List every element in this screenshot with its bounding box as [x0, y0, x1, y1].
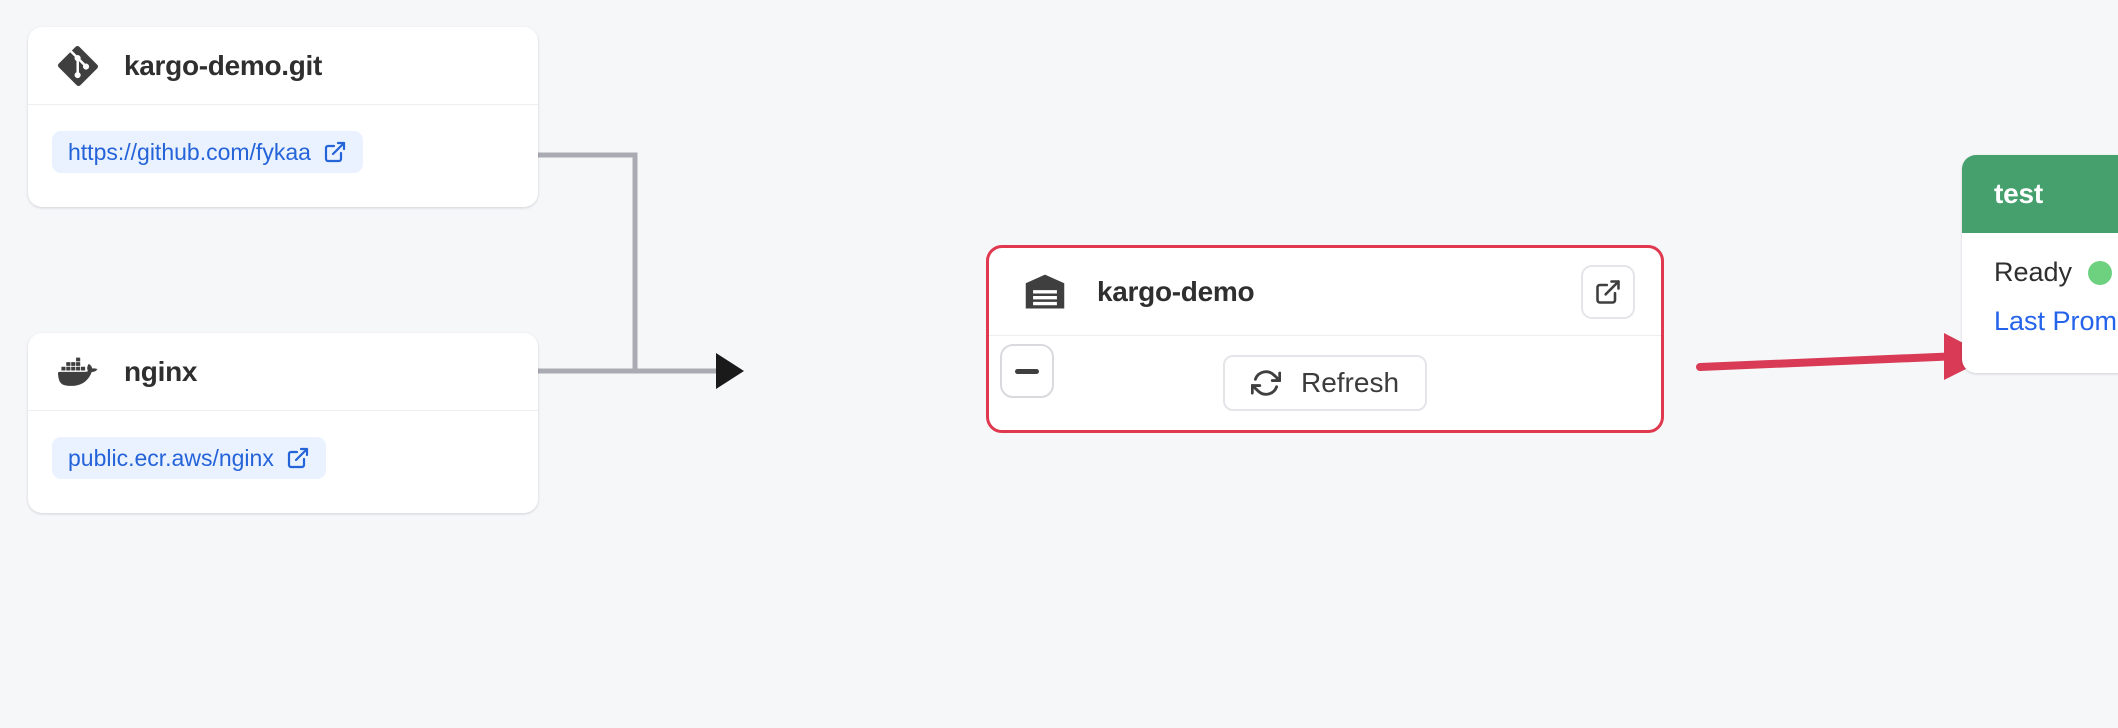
source-url-chip[interactable]: https://github.com/fykaa	[52, 131, 363, 173]
git-icon	[58, 45, 98, 86]
collapse-toggle-button[interactable]	[1000, 344, 1054, 398]
stage-card-body: Ready Last Prom	[1962, 233, 2118, 373]
minus-icon	[1015, 368, 1039, 374]
source-url-label: https://github.com/fykaa	[68, 138, 311, 165]
stage-status-label: Ready	[1994, 257, 2073, 287]
stage-card-test[interactable]: test Ready Last Prom	[1962, 155, 2118, 373]
edge-warehouse-to-stage	[1696, 352, 1964, 371]
refresh-button[interactable]: Refresh	[1222, 355, 1428, 411]
warehouse-card-body: Refresh	[989, 336, 1661, 430]
edge-sources-bracket	[538, 152, 638, 374]
source-card-header: nginx	[28, 333, 538, 411]
source-card-title: kargo-demo.git	[124, 49, 323, 81]
warehouse-external-link-button[interactable]	[1581, 264, 1635, 319]
docker-icon	[58, 352, 98, 392]
warehouse-title: kargo-demo	[1097, 275, 1255, 307]
source-url-chip[interactable]: public.ecr.aws/nginx	[52, 437, 326, 479]
warehouse-card-header: kargo-demo	[989, 248, 1661, 336]
source-card-nginx[interactable]: nginx public.ecr.aws/nginx	[28, 333, 538, 513]
source-card-body: public.ecr.aws/nginx	[28, 411, 538, 513]
last-promotion-link[interactable]: Last Prom	[1994, 306, 2118, 336]
refresh-button-label: Refresh	[1300, 367, 1400, 398]
edge-arrowhead-in	[716, 353, 744, 389]
refresh-icon	[1250, 368, 1281, 398]
external-link-icon	[323, 140, 347, 164]
status-dot-icon	[2088, 260, 2113, 285]
warehouse-icon	[1023, 270, 1067, 314]
source-card-title: nginx	[124, 355, 198, 387]
source-card-git[interactable]: kargo-demo.git https://github.com/fykaa	[28, 27, 538, 207]
source-card-header: kargo-demo.git	[28, 27, 538, 105]
stage-status-row: Ready	[1994, 257, 2118, 288]
source-card-body: https://github.com/fykaa	[28, 105, 538, 207]
warehouse-card[interactable]: kargo-demo Refresh	[986, 245, 1664, 433]
stage-name: test	[1994, 178, 2043, 209]
stage-card-header: test	[1962, 155, 2118, 233]
source-url-label: public.ecr.aws/nginx	[68, 444, 274, 471]
external-link-icon	[286, 446, 310, 470]
